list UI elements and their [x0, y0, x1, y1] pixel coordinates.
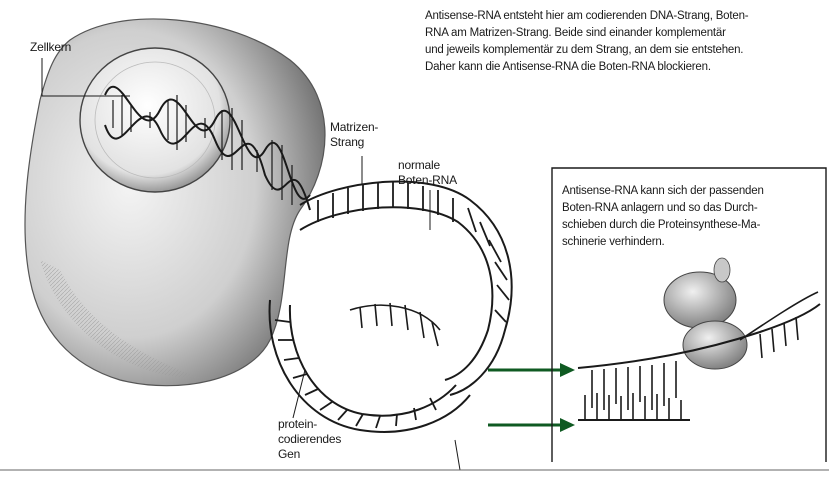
caption-top-line-3: und jeweils komplementär zu dem Strang, … [425, 42, 825, 59]
caption-top-line-2: RNA am Matrizen-Strang. Beide sind einan… [425, 25, 825, 42]
label-matrizen-line-2: Strang [330, 135, 400, 150]
caption-top-line-4: Daher kann die Antisense-RNA die Boten-R… [425, 59, 825, 76]
caption-box-line-2: Boten-RNA anlagern und so das Durch- [562, 200, 822, 217]
label-matrizen-line-1: Matrizen- [330, 120, 400, 135]
label-protein-codierendes-gen: protein- codierendes Gen [278, 417, 358, 462]
label-boten-line-1: normale [398, 158, 478, 173]
caption-box-line-1: Antisense-RNA kann sich der passenden [562, 183, 822, 200]
ribosome [664, 258, 747, 369]
label-normale-boten-rna: normale Boten-RNA [398, 158, 478, 188]
caption-box-line-3: schieben durch die Proteinsynthese-Ma- [562, 217, 822, 234]
rna-loop [270, 181, 512, 431]
label-matrizen-strang: Matrizen- Strang [330, 120, 400, 150]
label-zellkern: Zellkern [30, 40, 71, 55]
label-gen-line-3: Gen [278, 447, 358, 462]
label-gen-line-1: protein- [278, 417, 358, 432]
arrow-to-box-lower [488, 418, 575, 432]
caption-top: Antisense-RNA entsteht hier am codierend… [425, 8, 825, 76]
caption-box-line-4: schinerie verhindern. [562, 234, 822, 251]
caption-box: Antisense-RNA kann sich der passenden Bo… [562, 183, 822, 251]
label-boten-line-2: Boten-RNA [398, 173, 478, 188]
caption-top-line-1: Antisense-RNA entsteht hier am codierend… [425, 8, 825, 25]
arrow-to-box-upper [488, 363, 575, 377]
label-gen-line-2: codierendes [278, 432, 358, 447]
